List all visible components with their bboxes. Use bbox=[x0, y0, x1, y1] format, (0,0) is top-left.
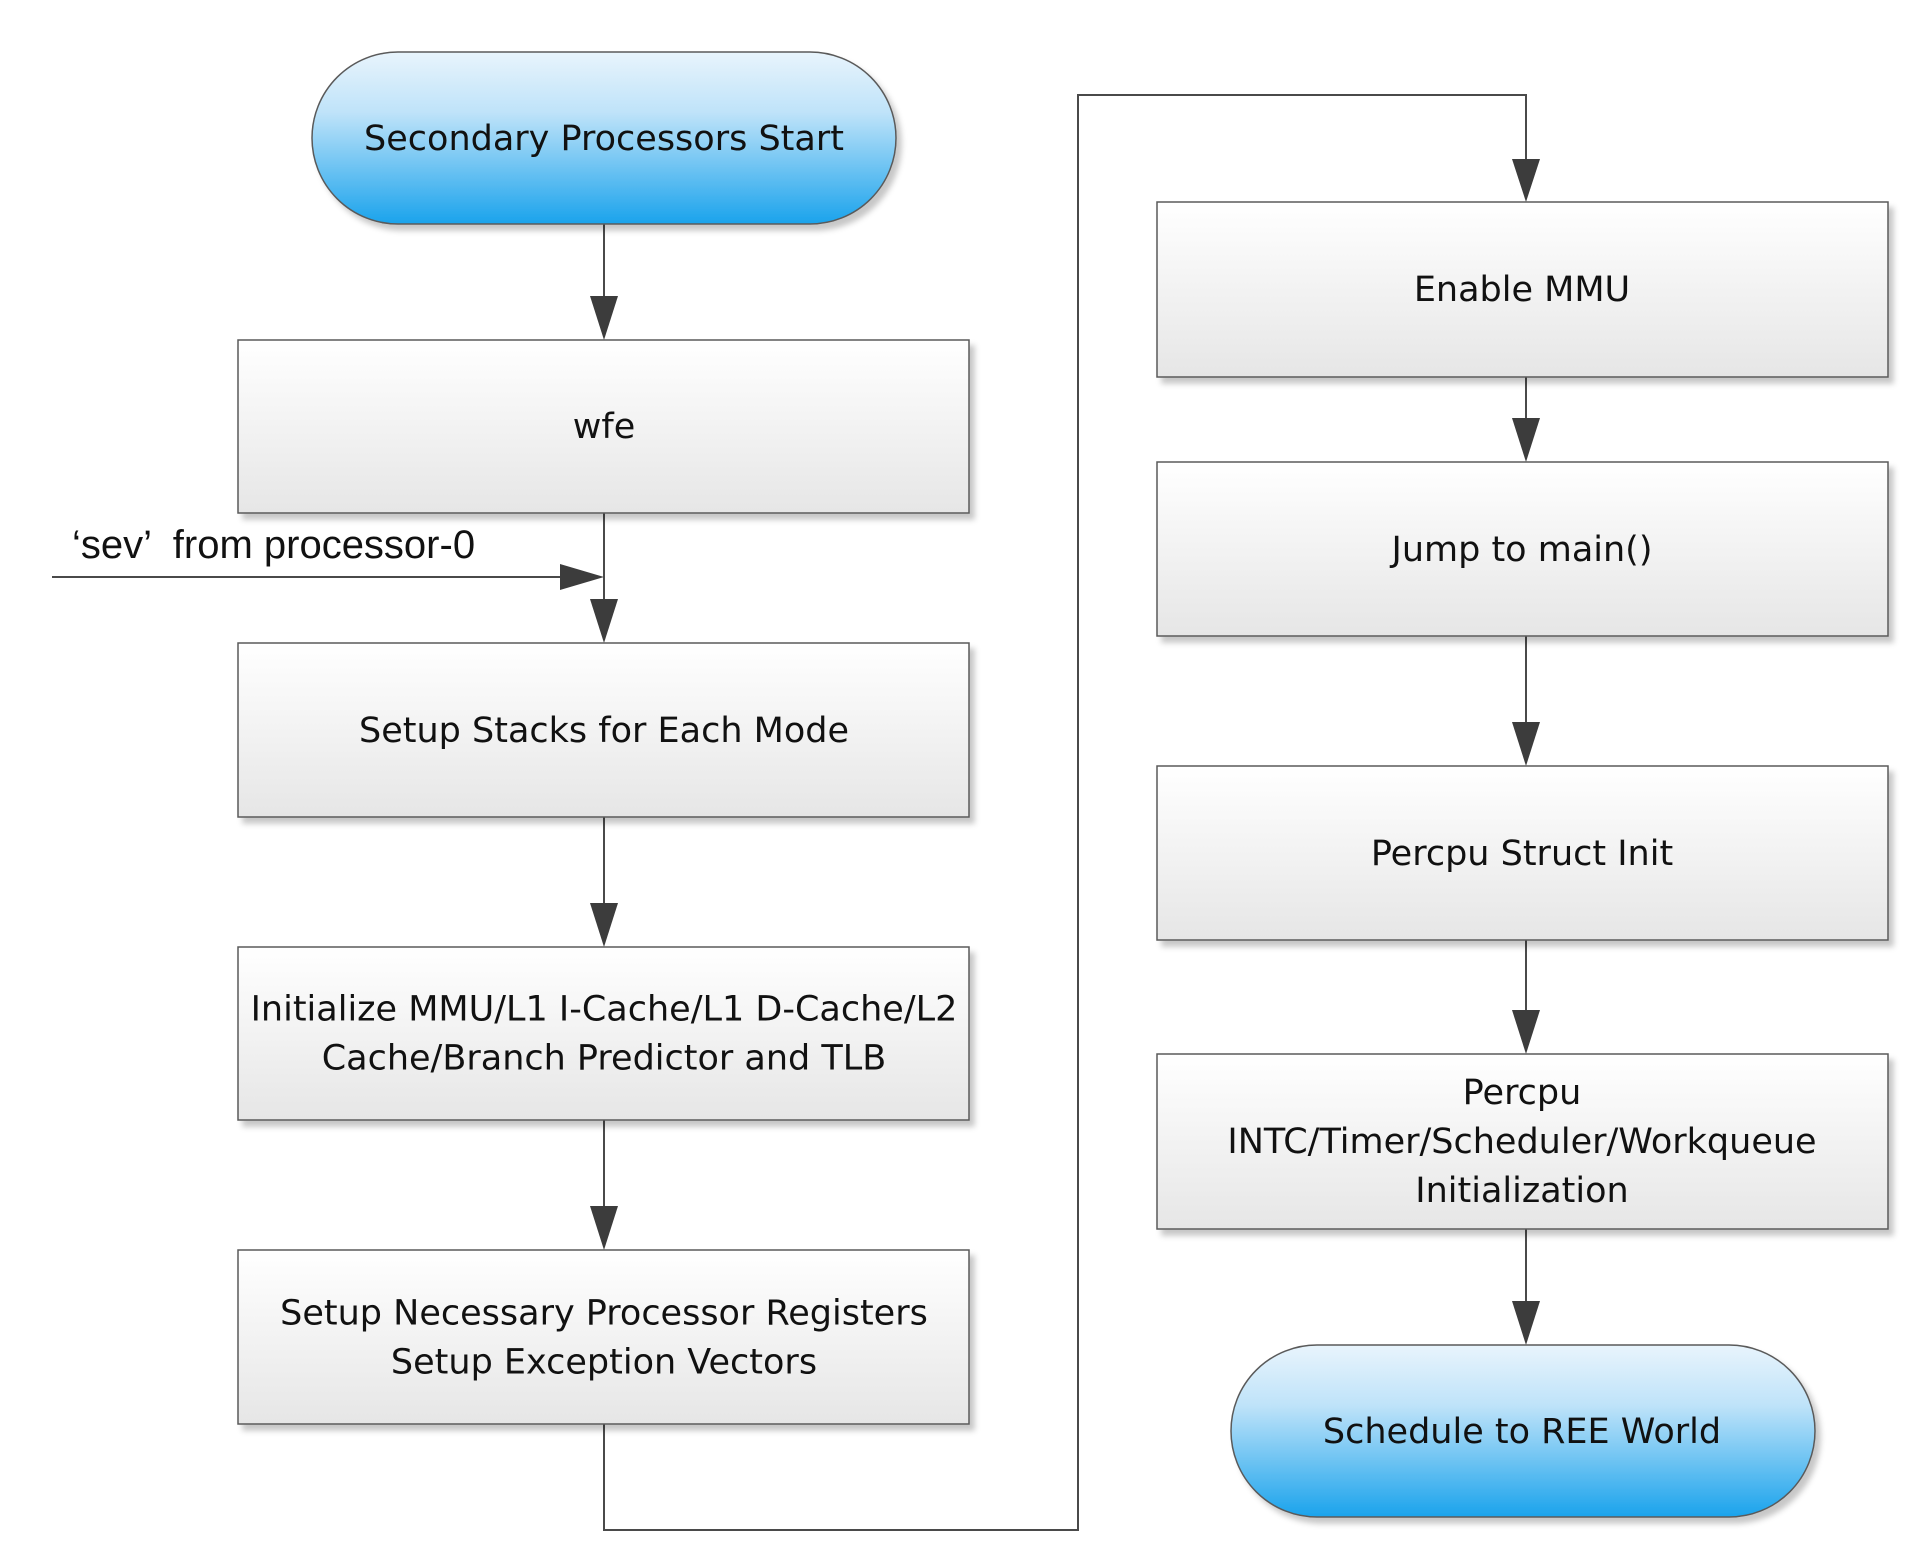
edge-sev-signal bbox=[52, 564, 604, 590]
node-jump-to-main-label: Jump to main() bbox=[1390, 530, 1653, 570]
edge-registers-to-enable-mmu bbox=[603, 94, 1540, 1531]
node-enable-mmu-label: Enable MMU bbox=[1414, 270, 1630, 310]
sev-annotation: ‘sev’ from processor-0 bbox=[72, 523, 475, 567]
node-jump-to-main: Jump to main() bbox=[1156, 461, 1889, 637]
edges-layer bbox=[52, 94, 1540, 1531]
edge-stacks-to-init-mmu bbox=[590, 817, 618, 947]
node-setup-stacks: Setup Stacks for Each Mode bbox=[237, 642, 970, 818]
edge-percpu-struct-to-percpu-init bbox=[1512, 940, 1540, 1054]
node-start-label: Secondary Processors Start bbox=[364, 119, 844, 159]
node-percpu-struct-init: Percpu Struct Init bbox=[1156, 765, 1889, 941]
node-label-line: Initialization bbox=[1415, 1171, 1628, 1211]
edge-wfe-to-stacks bbox=[590, 513, 618, 643]
edge-init-mmu-to-registers bbox=[590, 1120, 618, 1250]
node-label-line: Setup Stacks for Each Mode bbox=[359, 711, 849, 751]
node-setup-stacks-label: Setup Stacks for Each Mode bbox=[359, 711, 849, 751]
edge-enable-mmu-to-jump-main bbox=[1512, 377, 1540, 462]
node-label-line: Cache/Branch Predictor and TLB bbox=[322, 1039, 887, 1079]
node-wfe: wfe bbox=[237, 339, 970, 514]
node-label-line: wfe bbox=[573, 407, 635, 447]
node-label-line: Setup Exception Vectors bbox=[391, 1343, 817, 1383]
node-label-line: Percpu bbox=[1463, 1073, 1582, 1113]
node-schedule-label: Schedule to REE World bbox=[1323, 1412, 1721, 1452]
edge-start-to-wfe bbox=[590, 224, 618, 340]
node-percpu-struct-init-label: Percpu Struct Init bbox=[1371, 834, 1673, 874]
node-label-line: Percpu Struct Init bbox=[1371, 834, 1673, 874]
node-label-line: Secondary Processors Start bbox=[364, 119, 844, 159]
node-enable-mmu: Enable MMU bbox=[1156, 201, 1889, 378]
node-label-line: Jump to main() bbox=[1390, 530, 1653, 570]
node-label-line: Setup Necessary Processor Registers bbox=[280, 1294, 928, 1334]
edge-jump-main-to-percpu-struct bbox=[1512, 636, 1540, 766]
node-label-line: Initialize MMU/L1 I-Cache/L1 D-Cache/L2 bbox=[251, 990, 958, 1030]
node-wfe-label: wfe bbox=[573, 407, 635, 447]
node-start-terminator: Secondary Processors Start bbox=[311, 51, 897, 225]
node-label-line: Schedule to REE World bbox=[1323, 1412, 1721, 1452]
node-label-line: INTC/Timer/Scheduler/Workqueue bbox=[1227, 1122, 1816, 1162]
edge-percpu-init-to-schedule bbox=[1512, 1229, 1540, 1345]
node-schedule-terminator: Schedule to REE World bbox=[1230, 1344, 1816, 1518]
nodes-layer: Secondary Processors Start wfe Setup Sta… bbox=[237, 51, 1889, 1518]
node-label-line: Enable MMU bbox=[1414, 270, 1630, 310]
